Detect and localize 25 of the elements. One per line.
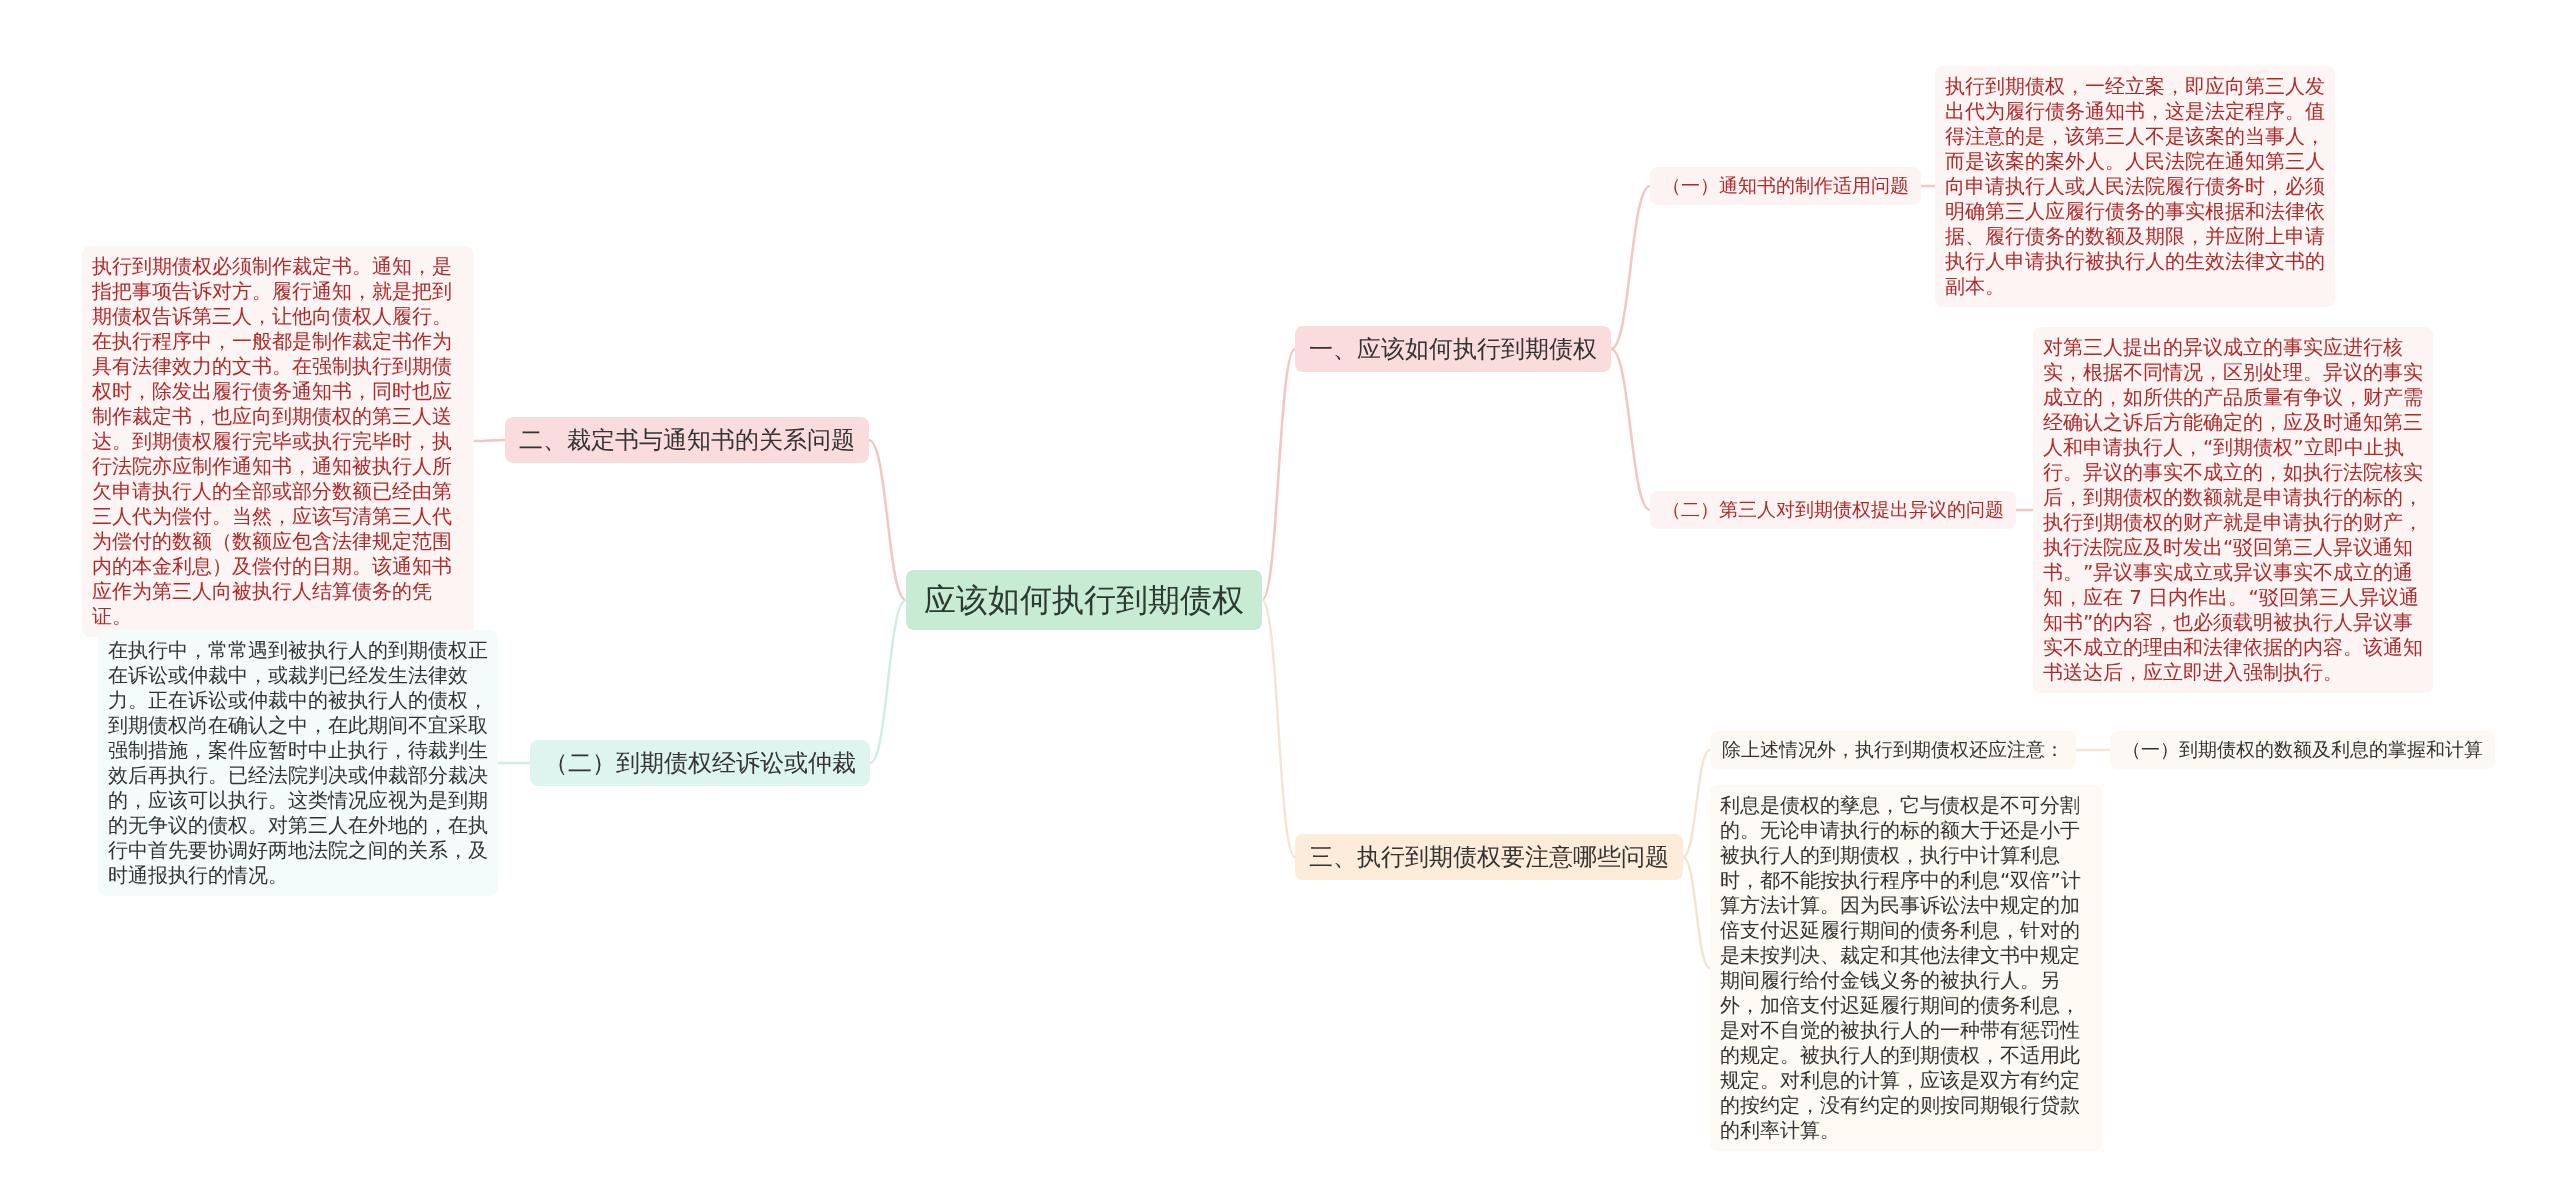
connector-line [498,761,530,765]
text-note-box: 执行到期债权必须制作裁定书。通知，是指把事项告诉对方。履行通知，就是把到期债权告诉第三人，让他向债权人履行。在执行程序中，一般都是制作裁定书作为具有法律效力的文书。在强制执行到期债权时，除发出履行债务通知书，同时也应制作裁定书，也应向到期债权的第三人送达。到期债权履行完毕或执行完毕时，执行法院亦应制作通知书，通知被执行人所欠申请执行人的全部或部分数额已经由第三人代为偿付。当然，应该写清第三人代为偿付的数额（数额应包含法律规定范围内的本金利息）及偿付的日期。该通知书应作为第三人向被执行人结算债务的凭证。 [82,245,474,637]
text-note-box: 执行到期债权，一经立案，即应向第三人发出代为履行债务通知书，这是法定程序。值得注意的是，该第三人不是该案的当事人，而是该案的案外人。人民法院在通知第三人向申请执行人或人民法院履行债务时，必须明确第三人应履行债务的事实根据和法律依据、履行债务的数额及期限，并应附上申请执行人申请执行被执行人的生效法律文书的副本。 [1935,65,2335,307]
text-note-box: 在执行中，常常遇到被执行人的到期债权正在诉讼或仲裁中，或裁判已经发生法律效力。正在诉讼或仲裁中的被执行人的债权，到期债权尚在确认之中，在此期间不宜采取强制措施，案件应暂时中止执行，待裁判生效后再执行。已经法院判决或仲裁部分裁决的，应该可以执行。这类情况应视为是到期的无争议的债权。对第三人在外地的，在执行中首先要协调好两地法院之间的关系，及时通报执行的情况。 [98,630,498,896]
connector-line [1610,184,1651,350]
branch-topic-box: 三、执行到期债权要注意哪些问题 [1295,834,1683,880]
subtopic-box: （一）到期债权的数额及利息的掌握和计算 [2110,731,2495,769]
central-topic-box: 应该如何执行到期债权 [906,570,1262,630]
connector-line [1261,599,1296,858]
connector-line [1682,748,1711,859]
text-note-box: 利息是债权的孳息，它与债权是不可分割的。无论申请执行的标的额大于还是小于被执行人的到期债权，执行中计算利息时，都不能按执行程序中的利息“双倍”计算方法计算。因为民事诉讼法中规定的加倍支付迟延履行期间的债务利息，针对的是未按判决、裁定和其他法律文书中规定期间履行给付金钱义务的被执行人。另外，加倍支付迟延履行期间的债务利息，是对不自觉的被执行人的一种带有惩罚性的规定。被执行人的到期债权，不适用此规定。对利息的计算，应该是双方有约定的按约定，没有约定的则按同期银行贷款的利率计算。 [1710,785,2102,1151]
connector-line [2076,748,2110,752]
connector-line [1682,855,1711,970]
subtopic-box: （二）第三人对到期债权提出异议的问题 [1650,491,2016,529]
text-note-box: 对第三人提出的异议成立的事实应进行核实，根据不同情况，区别处理。异议的事实成立的，如所供的产品质量有争议，财产需经确认之诉后方能确定的，应及时通知第三人和申请执行人，“到期债权”立即中止执行。异议的事实不成立的，如执行法院核实后，到期债权的数额就是申请执行的标的，执行到期债权的财产就是申请执行的财产，执行法院应及时发出“驳回第三人异议通知书。”异议事实成立或异议事实不成立的通知，应在 7 日内作出。“驳回第三人异议通知书”的内容，也必须载明被执行人异议事实不成立的理由和法律依据的内容。该通知书送达后，应立即进入强制执行。 [2033,327,2433,693]
subtopic-box: （一）通知书的制作适用问题 [1650,167,1921,205]
connector-line [869,599,907,764]
connector-line [1610,347,1651,511]
connector-line [474,438,505,443]
branch-topic-box: 一、应该如何执行到期债权 [1295,326,1611,372]
connector-line [868,439,907,601]
connector-line [1261,348,1296,601]
branch-topic-box: （二）到期债权经诉讼或仲裁 [530,740,870,786]
subtopic-box: 除上述情况外，执行到期债权还应注意： [1710,731,2076,769]
branch-topic-box: 二、裁定书与通知书的关系问题 [505,417,869,463]
